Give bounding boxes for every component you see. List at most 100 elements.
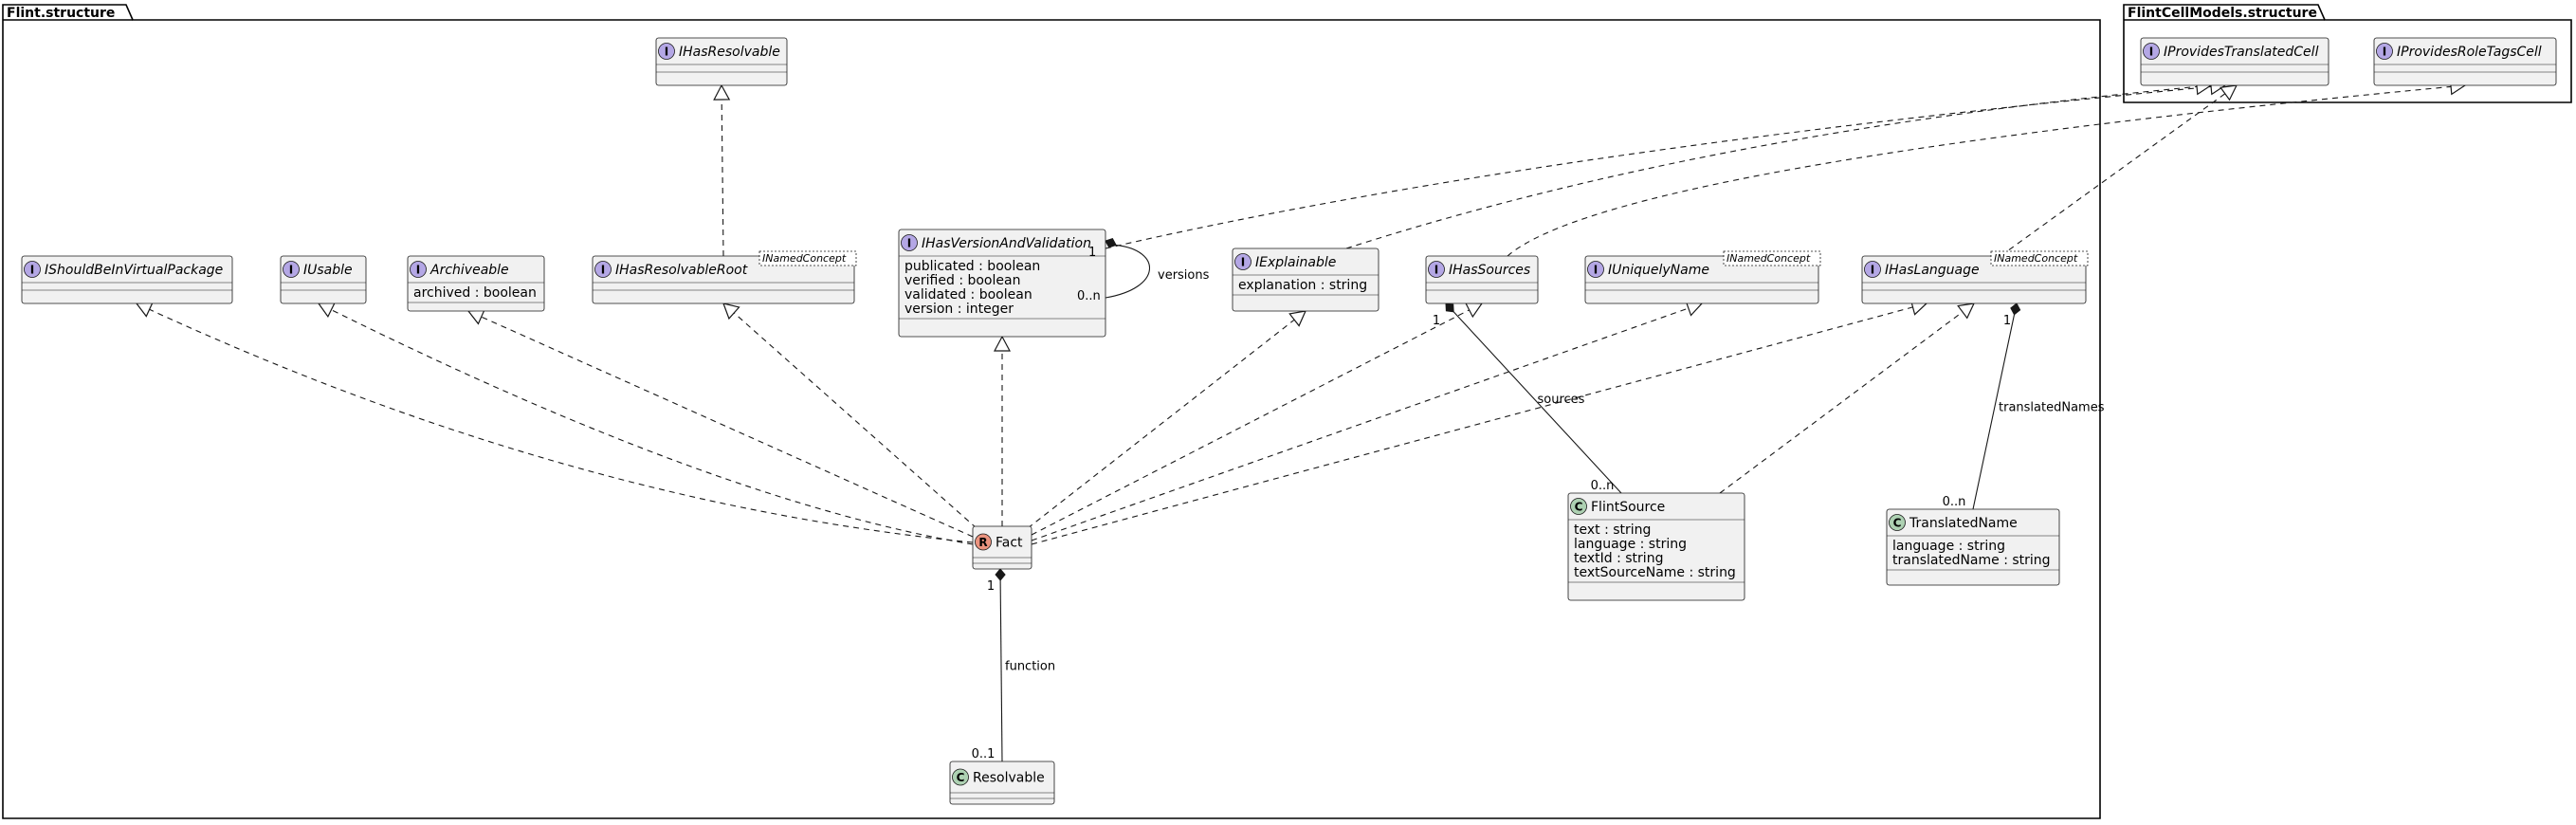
uml-class-translated-name[interactable]: C TranslatedName language : stringtranslat… xyxy=(1886,508,2060,586)
class-name: IHasResolvableRoot xyxy=(615,263,748,278)
generic-param-box xyxy=(1723,250,1821,266)
class-name: TranslatedName xyxy=(1909,516,2018,531)
multiplicity-label: 0..n xyxy=(1077,289,1101,303)
composition-edge-ihas-language-to-translated-name xyxy=(1972,302,2021,510)
class-name: FlintSource xyxy=(1591,500,1665,515)
class-name: IShouldBeInVirtualPackage xyxy=(45,263,223,278)
interface-badge-icon xyxy=(24,261,41,278)
interface-badge-icon xyxy=(658,43,675,60)
generic-param-label: INamedConcept xyxy=(762,252,847,265)
composition-diamond xyxy=(2010,302,2021,316)
class-attribute: language : string xyxy=(1892,539,2005,554)
uml-interface-ihas-language[interactable]: I IHasLanguage INamedConcept xyxy=(1861,250,2089,304)
multiplicity-label: 1 xyxy=(2003,314,2011,328)
composition-diamond xyxy=(995,568,1006,581)
class-name: IHasLanguage xyxy=(1885,263,1980,278)
generic-param-label: INamedConcept xyxy=(1994,252,2078,265)
uml-interface-ihas-resolvable-root[interactable]: I IHasResolvableRoot INamedConcept xyxy=(592,250,857,304)
composition-edge-ihas-version-and-validation-to-ihas-version-and-validation xyxy=(1105,237,1151,299)
realization-line xyxy=(481,316,974,538)
class-badge-icon xyxy=(1889,514,1906,531)
relation-label-sources: sources xyxy=(1538,393,1585,407)
interface-badge-icon xyxy=(1428,261,1445,278)
uml-class-fact[interactable]: R Fact xyxy=(972,525,1032,570)
generic-param-box xyxy=(758,250,857,266)
badge-letter: C xyxy=(957,771,965,784)
class-box xyxy=(2140,37,2329,86)
badge-letter: I xyxy=(2149,45,2153,58)
class-box xyxy=(655,37,788,86)
badge-letter: I xyxy=(601,263,605,276)
package-title: FlintCellModels.structure xyxy=(2128,6,2317,21)
realization-edge-fact-to-iusable xyxy=(317,302,974,545)
class-box xyxy=(592,255,855,304)
record-badge-icon xyxy=(975,533,992,551)
class-badge-icon xyxy=(1570,498,1587,515)
package-title: Flint.structure xyxy=(7,6,115,21)
realization-edge-fact-to-ihas-version-and-validation xyxy=(994,335,1011,526)
badge-letter: R xyxy=(978,536,987,549)
realization-line xyxy=(331,309,974,545)
class-box xyxy=(407,255,545,312)
realization-line xyxy=(721,99,724,257)
class-name: IHasVersionAndValidation xyxy=(922,236,1091,251)
realization-edge-fact-to-iexplainable xyxy=(1027,310,1307,529)
class-attribute: validated : boolean xyxy=(904,287,1032,302)
multiplicity-label: 0..n xyxy=(1591,479,1615,493)
realization-arrowhead xyxy=(2220,84,2238,101)
class-name: IExplainable xyxy=(1255,255,1336,270)
multiplicity-label: 1 xyxy=(1088,246,1096,260)
badge-letter: I xyxy=(1871,263,1874,276)
class-attribute: language : string xyxy=(1574,537,1687,552)
package-frame xyxy=(2123,4,2572,103)
realization-edge-fact-to-ihas-language xyxy=(1031,299,1928,545)
realization-edge-flint-source-to-ihas-language xyxy=(1719,302,1976,494)
generic-param-label: INamedConcept xyxy=(1726,252,1811,265)
multiplicity-label: 1 xyxy=(1433,314,1440,328)
class-box xyxy=(2373,37,2557,86)
badge-letter: C xyxy=(1893,516,1902,529)
interface-badge-icon xyxy=(410,261,427,278)
badge-letter: I xyxy=(416,263,420,276)
realization-edge-ihas-version-and-validation-to-iprovides-translated-cell xyxy=(1105,78,2227,249)
realization-line xyxy=(1031,307,1690,541)
realization-line xyxy=(1031,306,1913,545)
realization-edge-ihas-language-to-iprovides-translated-cell xyxy=(2000,84,2238,257)
realization-line xyxy=(2000,93,2226,257)
class-box xyxy=(21,255,233,304)
realization-arrowhead xyxy=(713,83,731,101)
interface-badge-icon xyxy=(283,261,300,278)
class-attribute: text : string xyxy=(1574,522,1651,538)
class-box xyxy=(1886,508,2060,586)
badge-letter: I xyxy=(1434,263,1438,276)
realization-line xyxy=(1027,319,1295,529)
relation-label-function: function xyxy=(1005,660,1055,674)
relation-label-translated-names: translatedNames xyxy=(1999,401,2105,415)
badge-letter: I xyxy=(1241,255,1245,268)
class-name: Fact xyxy=(996,536,1023,551)
class-attribute: version : integer xyxy=(904,302,1014,317)
realization-arrowhead xyxy=(722,302,740,321)
realization-line xyxy=(1345,85,2198,249)
class-attribute: textId : string xyxy=(1574,551,1663,566)
class-box xyxy=(280,255,367,304)
badge-letter: I xyxy=(907,236,911,249)
class-attribute: translatedName : string xyxy=(1892,553,2051,568)
interface-badge-icon xyxy=(1864,261,1881,278)
package-flint-structure: Flint.structure xyxy=(2,4,2101,819)
badge-letter: I xyxy=(289,263,293,276)
composition-line xyxy=(1452,311,1622,494)
class-attribute: verified : boolean xyxy=(904,273,1020,288)
